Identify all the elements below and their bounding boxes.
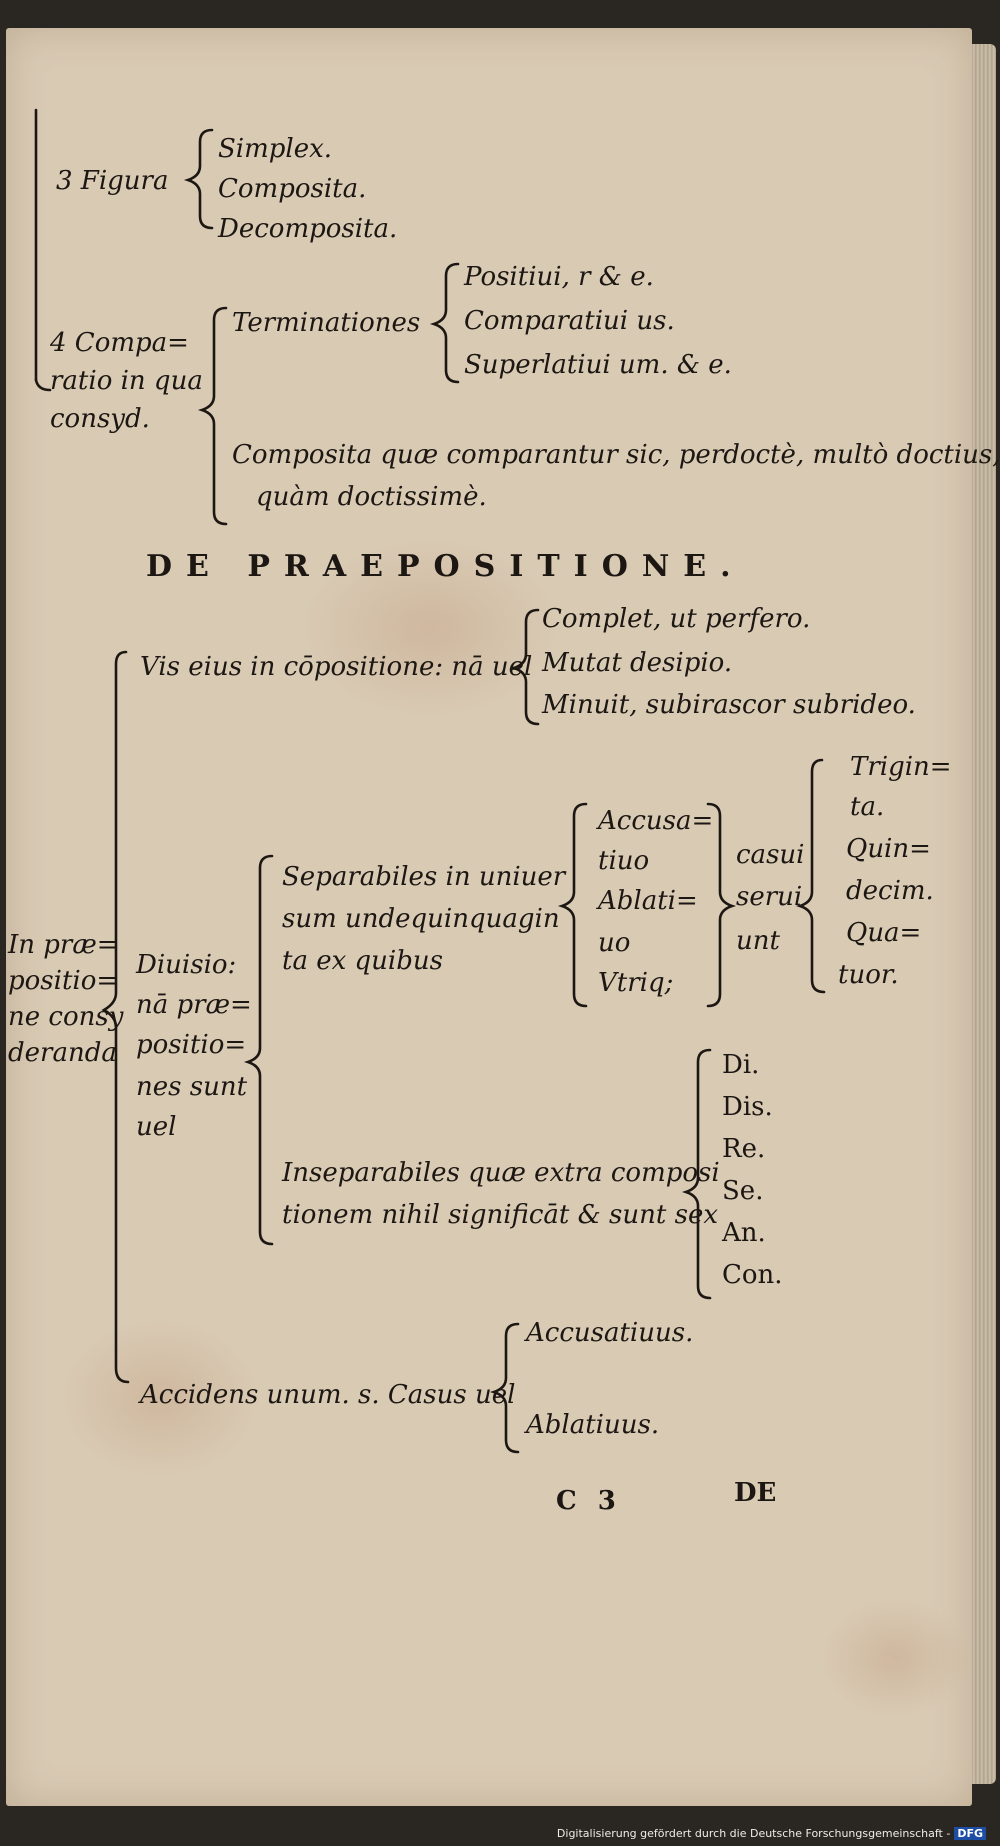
vis-item: Mutat desipio. — [542, 648, 733, 678]
casus-item: uo — [598, 928, 631, 958]
credit-text: Digitalisierung gefördert durch die Deut… — [556, 1827, 951, 1840]
divisio-label: nes sunt — [136, 1072, 248, 1102]
inseparabiles-line: Inseparabiles quæ extra composi — [282, 1158, 720, 1188]
divisio-label: Diuisio: — [136, 950, 237, 980]
insep-item: Con. — [722, 1260, 783, 1290]
outer-bracket-foot — [34, 378, 52, 392]
casus-closing-brace — [706, 802, 737, 1008]
inseparabiles-line: tionem nihil significāt & sunt sex — [282, 1200, 718, 1230]
divisio-brace — [243, 854, 274, 1246]
separabiles-line: sum undequinquagin — [282, 904, 560, 934]
comparatio-label: ratio in qua — [50, 366, 203, 396]
praepositio-root: ne consy — [8, 1002, 124, 1032]
seruiunt-line: serui — [736, 882, 803, 912]
praepositio-root: deranda — [8, 1038, 117, 1068]
accidens-label: Accidens unum. s. Casus uel — [140, 1380, 516, 1410]
termination-item: Positiui, r & e. — [464, 262, 654, 292]
numeri-line: ta. — [850, 792, 885, 822]
casus-item: Ablati= — [598, 886, 698, 916]
vis-item: Complet, ut perfero. — [542, 604, 811, 634]
digitization-credit: Digitalisierung gefördert durch die Deut… — [552, 1825, 990, 1842]
insep-item: An. — [722, 1218, 766, 1248]
stain — [300, 538, 560, 718]
catchword: DE — [734, 1478, 777, 1508]
accidens-brace — [489, 1322, 520, 1454]
terminationes-brace — [429, 262, 460, 384]
figura-label: 3 Figura — [56, 166, 169, 196]
divisio-label: uel — [136, 1112, 177, 1142]
stain — [60, 1318, 260, 1478]
book-page-scan: 3 Figura Simplex. Composita. Decomposita… — [0, 18, 1000, 1818]
termination-item: Comparatiui us. — [464, 306, 675, 336]
seruiunt-line: unt — [736, 926, 780, 956]
casus-item: tiuo — [598, 846, 650, 876]
inseparabiles-brace — [681, 1048, 712, 1300]
casus-brace — [557, 802, 588, 1008]
signature-mark: C 3 — [556, 1486, 622, 1516]
numeri-line: decim. — [846, 876, 934, 906]
seruiunt-line: casui — [736, 840, 805, 870]
separabiles-line: ta ex quibus — [282, 946, 443, 976]
bracket-diagram — [34, 108, 826, 1454]
insep-item: Di. — [722, 1050, 760, 1080]
insep-item: Re. — [722, 1134, 766, 1164]
accidens-item: Ablatiuus. — [526, 1410, 660, 1440]
praepositio-brace — [101, 650, 130, 1384]
praepositio-root: In præ= — [8, 930, 119, 960]
page-edges — [972, 44, 996, 1784]
composita-line: quàm doctissimè. — [256, 482, 487, 512]
vis-item: Minuit, subirascor subrideo. — [542, 690, 916, 720]
numeri-line: Quin= — [846, 834, 931, 864]
divisio-label: positio= — [136, 1030, 247, 1060]
comparatio-label: consyd. — [50, 404, 150, 434]
figura-item: Composita. — [218, 174, 367, 204]
accidens-item: Accusatiuus. — [526, 1318, 694, 1348]
comparatio-label: 4 Compa= — [50, 328, 189, 358]
divisio-label: nā præ= — [136, 990, 252, 1020]
numeri-line: tuor. — [838, 960, 899, 990]
numeri-brace — [795, 758, 826, 994]
dfg-logo: DFG — [954, 1827, 986, 1840]
numeri-line: Qua= — [846, 918, 922, 948]
figura-item: Simplex. — [218, 134, 333, 164]
terminationes-label: Terminationes — [232, 308, 421, 338]
stain — [820, 1598, 970, 1718]
termination-item: Superlatiui um. & e. — [464, 350, 732, 380]
separabiles-line: Separabiles in uniuer — [282, 862, 566, 892]
figura-brace — [183, 128, 214, 230]
vis-brace — [509, 608, 540, 726]
insep-item: Dis. — [722, 1092, 773, 1122]
insep-item: Se. — [722, 1176, 764, 1206]
casus-item: Accusa= — [598, 806, 714, 836]
composita-line: Composita quæ comparantur sic, perdoctè,… — [232, 440, 1000, 470]
comparatio-brace — [197, 306, 228, 526]
vis-label: Vis eius in cōpositione: nā uel — [140, 652, 533, 682]
praepositio-root: positio= — [8, 966, 119, 996]
section-heading: DE PRAEPOSITIONE. — [146, 549, 745, 584]
casus-item: Vtriq; — [598, 968, 674, 998]
figura-item: Decomposita. — [218, 214, 398, 244]
numeri-line: Trigin= — [850, 752, 952, 782]
